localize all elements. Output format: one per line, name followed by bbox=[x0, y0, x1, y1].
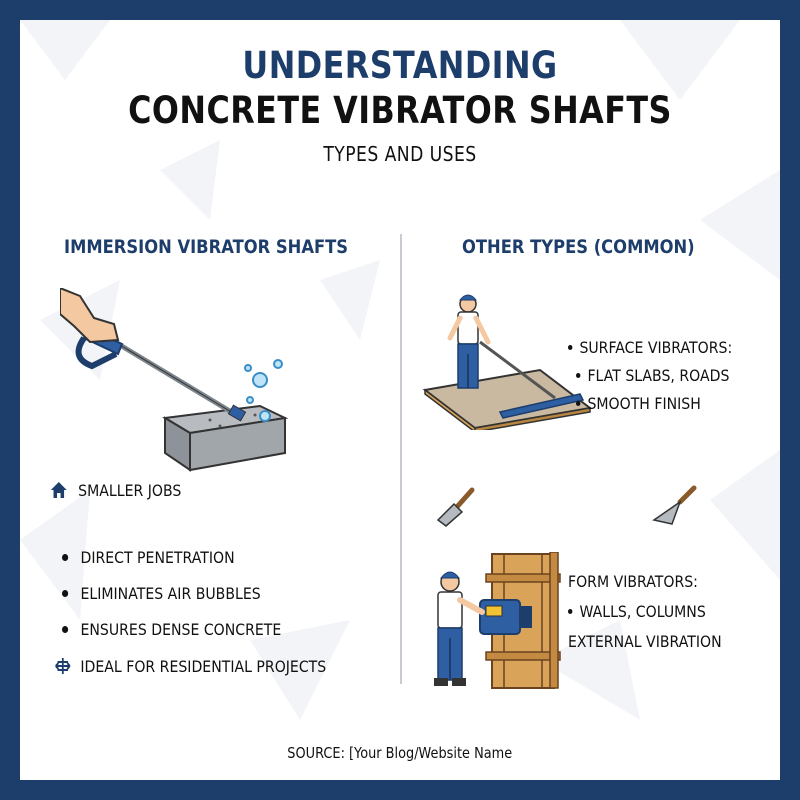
surface-vibrator-illustration bbox=[422, 294, 593, 430]
bullet-text: ELIMINATES AIR BUBBLES bbox=[80, 584, 261, 603]
immersion-heading: IMMERSION VIBRATOR SHAFTS bbox=[64, 236, 349, 258]
bullet-direct-penetration: DIRECT PENETRATION bbox=[62, 548, 235, 567]
form-detail: EXTERNAL VIBRATION bbox=[568, 632, 722, 651]
scraper-icon bbox=[436, 487, 475, 527]
surface-title-text: SURFACE VIBRATORS: bbox=[579, 338, 733, 357]
residential-note: IDEAL FOR RESIDENTIAL PROJECTS bbox=[54, 656, 326, 676]
smaller-jobs-tag: SMALLER JOBS bbox=[50, 480, 181, 500]
surface-vibrators-title: SURFACE VIBRATORS: bbox=[568, 338, 732, 357]
trowel-icon bbox=[652, 485, 697, 525]
source-text: SOURCE: [Your Blog/Website Name bbox=[287, 744, 513, 762]
form-vibrator-illustration bbox=[434, 552, 561, 689]
bullet-ensures-dense-concrete: ENSURES DENSE CONCRETE bbox=[62, 620, 281, 639]
header: UNDERSTANDING CONCRETE VIBRATOR SHAFTS T… bbox=[20, 44, 780, 166]
form-use-text: WALLS, COLUMNS bbox=[579, 602, 706, 621]
bullet-text: DIRECT PENETRATION bbox=[80, 548, 235, 567]
immersion-vibrator-illustration bbox=[60, 288, 289, 472]
other-types-heading: OTHER TYPES (COMMON) bbox=[462, 236, 695, 258]
house-icon bbox=[50, 482, 67, 498]
title-line-1: UNDERSTANDING bbox=[242, 44, 558, 87]
bullet-text: ENSURES DENSE CONCRETE bbox=[80, 620, 282, 639]
smaller-jobs-label: SMALLER JOBS bbox=[78, 480, 182, 500]
surface-use-text: FLAT SLABS, ROADS bbox=[587, 366, 730, 385]
surface-finish-text: SMOOTH FINISH bbox=[587, 394, 701, 413]
subtitle: TYPES AND USES bbox=[323, 142, 477, 166]
bullet-eliminates-air-bubbles: ELIMINATES AIR BUBBLES bbox=[62, 584, 261, 603]
infographic-frame: UNDERSTANDING CONCRETE VIBRATOR SHAFTS T… bbox=[20, 20, 780, 780]
source-credit: SOURCE: [Your Blog/Website Name bbox=[20, 744, 780, 762]
form-vibrators-title: FORM VIBRATORS: bbox=[568, 572, 698, 591]
form-use: WALLS, COLUMNS bbox=[568, 602, 706, 621]
column-divider bbox=[400, 234, 402, 684]
residential-note-label: IDEAL FOR RESIDENTIAL PROJECTS bbox=[80, 656, 327, 676]
vibration-icon bbox=[55, 658, 71, 674]
title-line-2: CONCRETE VIBRATOR SHAFTS bbox=[128, 89, 672, 132]
surface-use: FLAT SLABS, ROADS bbox=[576, 366, 729, 385]
form-title-text: FORM VIBRATORS: bbox=[568, 572, 698, 591]
surface-finish: SMOOTH FINISH bbox=[576, 394, 701, 413]
form-detail-text: EXTERNAL VIBRATION bbox=[568, 632, 722, 651]
